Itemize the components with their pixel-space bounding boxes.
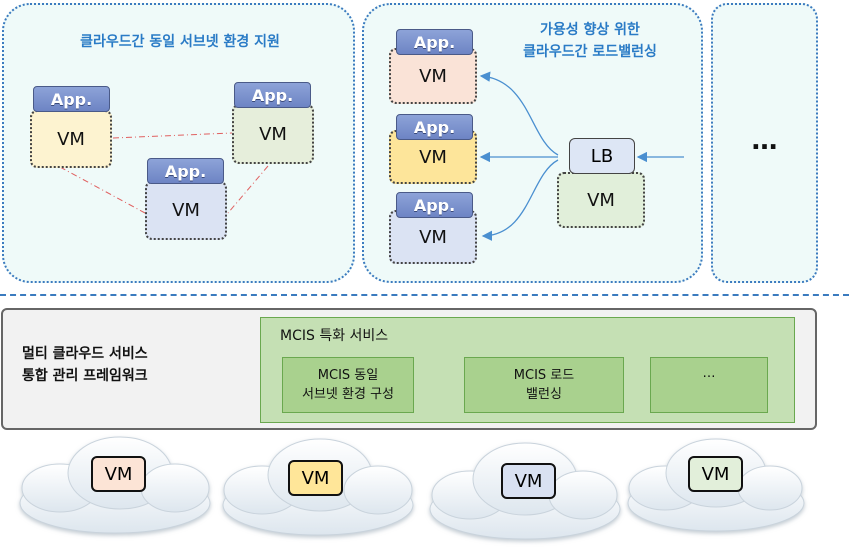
subnet-link-3 [227,165,269,214]
service-more: … [650,357,768,413]
service-label-line2: 서브넷 환경 구성 [302,387,394,402]
cloud-vm: VM [501,463,556,499]
app-badge: App. [396,192,473,218]
subnet-link-2 [59,166,146,214]
panel-more-ellipsis: … [751,126,778,156]
panel-more [711,3,818,283]
service-more-ellipsis: … [702,366,716,381]
separator-line [0,294,849,296]
app-badge: App. [33,86,110,112]
framework-label-line1: 멀티 클라우드 서비스 [22,346,148,362]
vm-box: VM [145,181,227,240]
app-badge: App. [147,158,224,184]
panel-load-balancing-title-2: 클라우드간 로드밸런싱 [523,44,657,60]
panel-load-balancing-title-1: 가용성 향상 위한 [540,22,640,38]
panel-same-subnet-title: 클라우드간 동일 서브넷 환경 지원 [80,34,280,50]
subnet-link-1 [112,132,233,139]
service-label-line1: MCIS 동일 [317,368,379,383]
vm-box: VM [389,48,477,104]
load-balancer: LB [569,138,635,174]
service-load-balancing: MCIS 로드 밸런싱 [464,357,624,413]
cloud-vm: VM [288,460,343,496]
lb-arrow-1 [479,71,559,156]
app-badge: App. [396,114,473,140]
service-same-subnet: MCIS 동일 서브넷 환경 구성 [282,357,414,413]
cloud-vm: VM [91,456,146,492]
mcis-services-title: MCIS 특화 서비스 [280,328,389,344]
vm-box: VM [232,104,314,164]
app-badge: App. [234,82,311,108]
framework-label-line2: 통합 관리 프레임워크 [22,368,148,384]
vm-box: VM [30,110,112,168]
clouds [19,436,805,540]
service-label-line2: 밸런싱 [526,387,562,402]
app-badge: App. [396,29,473,55]
framework-label: 멀티 클라우드 서비스 통합 관리 프레임워크 [22,343,148,387]
cloud-vm: VM [688,456,743,492]
service-label-line1: MCIS 로드 [513,368,575,383]
lb-arrow-3 [481,159,559,241]
vm-box: VM [389,210,477,264]
lb-vm-box: VM [557,172,645,228]
